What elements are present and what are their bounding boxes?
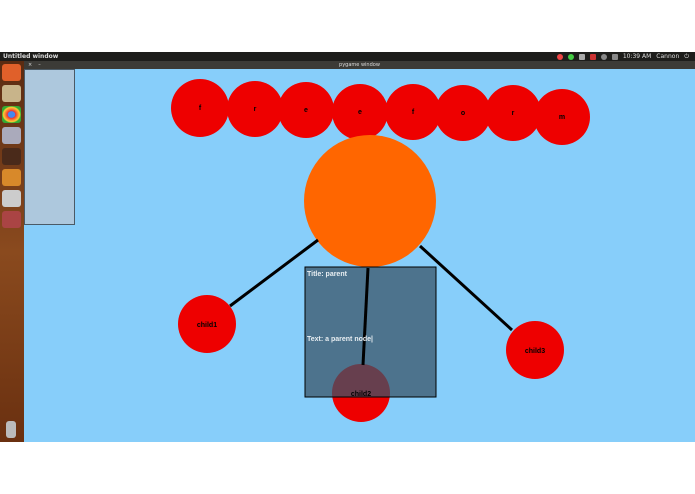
close-button[interactable]: ×: [28, 62, 33, 68]
child-label: child2: [351, 391, 371, 398]
files-icon[interactable]: [2, 85, 21, 102]
edge-child2: [361, 267, 370, 366]
letter-node[interactable]: [332, 84, 388, 140]
wifi-icon[interactable]: [600, 53, 607, 60]
letter-label: e: [304, 107, 308, 114]
window-title: pygame window: [339, 62, 380, 68]
child-label: child3: [525, 348, 545, 355]
text-editor-icon[interactable]: [2, 148, 21, 165]
edge-child1: [229, 238, 319, 308]
letter-label: m: [559, 114, 565, 121]
spreadsheet-icon[interactable]: [2, 211, 21, 228]
user-menu[interactable]: Cannon: [656, 53, 680, 60]
power-icon[interactable]: ⏻: [684, 53, 689, 60]
letter-node[interactable]: [278, 82, 334, 138]
mail-icon[interactable]: [578, 53, 585, 60]
child-label: child1: [197, 322, 217, 329]
letter-label: o: [461, 110, 465, 117]
active-window-title: Untitled window: [3, 53, 59, 60]
trash-icon[interactable]: [6, 421, 16, 438]
child-node[interactable]: [178, 295, 236, 353]
volume-icon[interactable]: [611, 53, 618, 60]
child-node[interactable]: [506, 321, 564, 379]
battery-icon[interactable]: [589, 53, 596, 60]
letter-node[interactable]: [227, 81, 283, 137]
letter-node[interactable]: [171, 79, 229, 137]
pygame-canvas[interactable]: f r e e f o r m child1 child3 child2 Title: par…: [24, 69, 695, 442]
letter-node[interactable]: [435, 85, 491, 141]
workspaces-icon[interactable]: [2, 127, 21, 144]
node-info-panel[interactable]: [304, 266, 437, 398]
letter-node[interactable]: [485, 85, 541, 141]
status-indicator-icon[interactable]: [567, 53, 574, 60]
window-icon[interactable]: [2, 190, 21, 207]
letter-node[interactable]: [385, 84, 441, 140]
launcher: [0, 61, 24, 442]
letter-label: f: [199, 105, 202, 112]
letter-label: r: [254, 106, 257, 113]
chrome-icon[interactable]: [2, 106, 21, 123]
app-icon[interactable]: [2, 169, 21, 186]
chrome-indicator-icon[interactable]: [556, 53, 563, 60]
minimize-button[interactable]: –: [38, 62, 41, 68]
letter-label: r: [512, 110, 515, 117]
node-text-input[interactable]: Text: a parent node|: [307, 336, 373, 343]
window-title-bar: × – pygame window: [24, 61, 695, 69]
letter-node[interactable]: [534, 89, 590, 145]
ubuntu-dash-icon[interactable]: [2, 64, 21, 81]
node-title-text: Title: parent: [307, 271, 348, 278]
parent-node[interactable]: [304, 135, 436, 267]
letter-label: f: [412, 109, 415, 116]
system-top-bar: Untitled window 10:39 AM Cannon ⏻: [0, 52, 695, 61]
letter-label: e: [358, 109, 362, 116]
clock[interactable]: 10:39 AM: [622, 53, 652, 60]
edge-child3: [418, 244, 514, 332]
side-panel: [24, 69, 75, 225]
